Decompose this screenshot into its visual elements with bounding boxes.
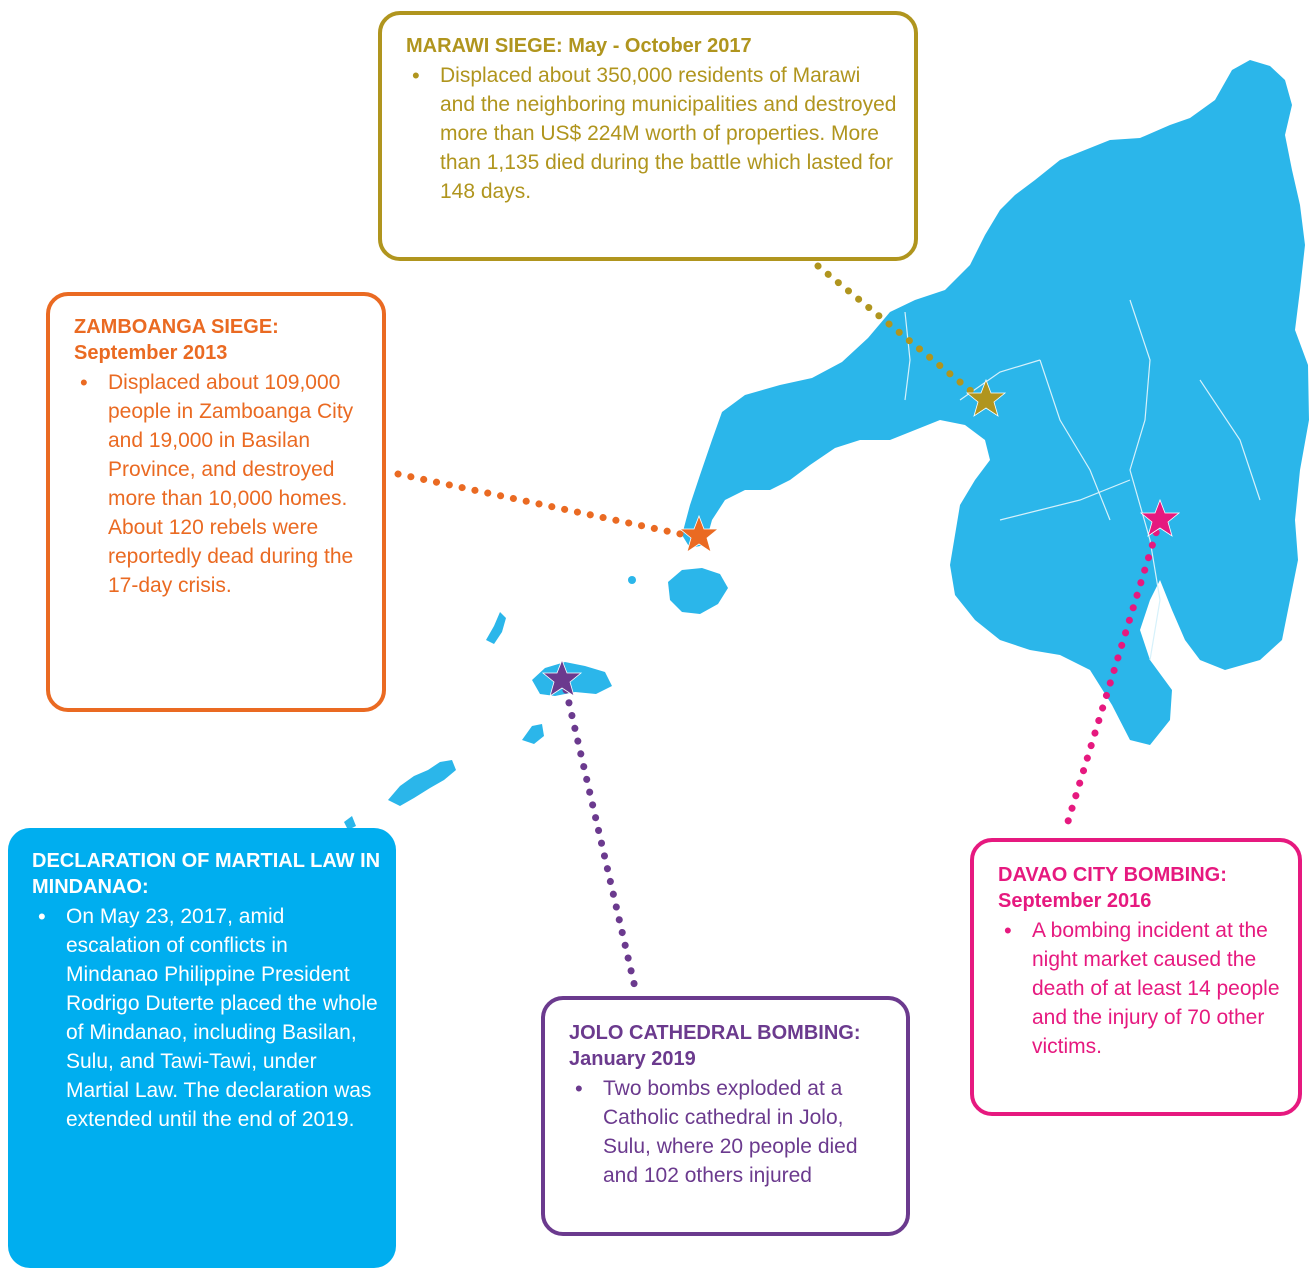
jolo-text: Two bombs exploded at a Catholic cathedr… — [603, 1077, 858, 1187]
marawi-title: MARAWI SIEGE: May - October 2017 — [406, 35, 752, 57]
zamboanga-bullet-item: • Displaced about 109,000 people in Zamb… — [74, 368, 368, 600]
martial-title: DECLARATION OF MARTIAL LAW IN MINDANAO: — [32, 850, 381, 898]
leader-lines — [394, 262, 1164, 996]
location-markers — [541, 378, 1181, 697]
zamboanga-list: • Displaced about 109,000 people in Zamb… — [74, 368, 368, 600]
davao-bullet-item: • A bombing incident at the night market… — [998, 916, 1284, 1061]
tawi-tawi-islands — [388, 760, 456, 806]
davao-star-icon — [1139, 498, 1181, 537]
zamboanga-text: Displaced about 109,000 people in Zamboa… — [108, 371, 354, 597]
bullet-marker: • — [80, 370, 88, 395]
martial-text: On May 23, 2017, amid escalation of conf… — [66, 905, 378, 1131]
zamboanga-title: ZAMBOANGA SIEGE: September 2013 — [74, 316, 279, 364]
callout-jolo-cathedral-bombing: JOLO CATHEDRAL BOMBING: January 2019 • T… — [541, 996, 910, 1236]
jolo-title: JOLO CATHEDRAL BOMBING: January 2019 — [569, 1022, 861, 1070]
zamboanga-star-icon — [678, 514, 720, 553]
province-borders — [904, 299, 1261, 661]
bullet-marker: • — [575, 1076, 583, 1101]
callout-marawi-siege: MARAWI SIEGE: May - October 2017 • Displ… — [378, 11, 918, 261]
davao-list: • A bombing incident at the night market… — [998, 916, 1284, 1061]
map-landmass — [344, 60, 1309, 830]
martial-bullet-item: • On May 23, 2017, amid escalation of co… — [32, 902, 382, 1134]
basilan-island — [668, 568, 728, 614]
island-small-1 — [486, 612, 506, 644]
marawi-list: • Displaced about 350,000 residents of M… — [406, 61, 900, 206]
davao-text: A bombing incident at the night market c… — [1032, 919, 1280, 1058]
leader-davao — [1062, 516, 1164, 832]
bullet-marker: • — [38, 904, 46, 929]
bullet-marker: • — [412, 63, 420, 88]
marawi-star-icon — [965, 378, 1007, 417]
leader-zamboanga — [394, 470, 694, 540]
island-small-4 — [344, 816, 356, 830]
davao-title: DAVAO CITY BOMBING: September 2016 — [998, 864, 1227, 912]
martial-list: • On May 23, 2017, amid escalation of co… — [32, 902, 382, 1134]
marawi-bullet-item: • Displaced about 350,000 residents of M… — [406, 61, 900, 206]
leader-jolo — [562, 686, 640, 996]
zamboanga-peninsula — [682, 60, 1309, 745]
leader-marawi — [814, 262, 986, 404]
jolo-bullet-item: • Two bombs exploded at a Catholic cathe… — [569, 1074, 892, 1190]
callout-zamboanga-siege: ZAMBOANGA SIEGE: September 2013 • Displa… — [46, 292, 386, 712]
jolo-list: • Two bombs exploded at a Catholic cathe… — [569, 1074, 892, 1190]
bullet-marker: • — [1004, 918, 1012, 943]
callout-martial-law: DECLARATION OF MARTIAL LAW IN MINDANAO: … — [8, 828, 396, 1268]
jolo-star-icon — [541, 658, 583, 697]
marawi-text: Displaced about 350,000 residents of Mar… — [440, 64, 897, 203]
island-small-3 — [628, 576, 636, 584]
callout-davao-city-bombing: DAVAO CITY BOMBING: September 2016 • A b… — [970, 838, 1302, 1116]
island-small-2 — [522, 724, 544, 744]
